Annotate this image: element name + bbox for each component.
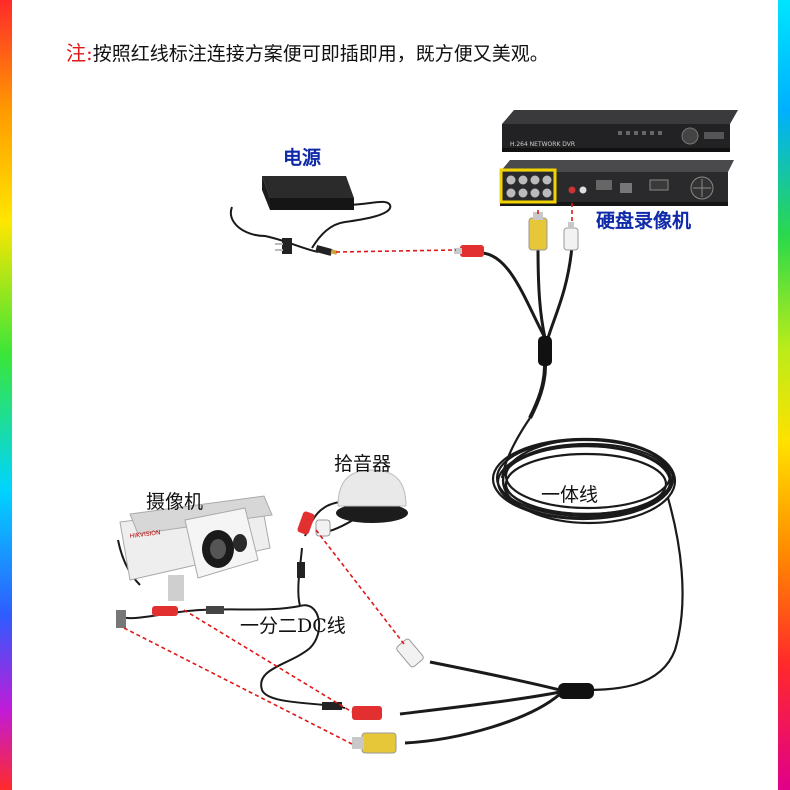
combo-cable-coil bbox=[491, 417, 684, 692]
red-connection-lines bbox=[123, 203, 573, 745]
dvr-end-pigtail bbox=[454, 212, 579, 419]
dvr-model-text: H.264 NETWORK DVR bbox=[510, 141, 575, 148]
label-microphone: 拾音器 bbox=[334, 453, 392, 475]
label-power: 电源 bbox=[283, 147, 322, 169]
camera-power-line bbox=[183, 609, 353, 713]
camera-end-pigtail bbox=[352, 638, 594, 754]
label-split-dc-cable: 一分二DC线 bbox=[240, 615, 346, 637]
rainbow-border-left bbox=[0, 0, 12, 790]
dvr-rear-panel bbox=[499, 160, 734, 206]
label-camera: 摄像机 bbox=[146, 491, 204, 513]
dvr-unit: H.264 NETWORK DVR bbox=[502, 110, 738, 152]
label-combo-cable: 一体线 bbox=[541, 484, 599, 506]
label-dvr: 硬盘录像机 bbox=[596, 210, 692, 232]
power-adapter bbox=[229, 176, 392, 256]
split-dc-cable bbox=[116, 547, 346, 710]
video-input-highlight bbox=[499, 168, 557, 204]
note-text: 注:按照红线标注连接方案便可即插即用，既方便又美观。 bbox=[66, 37, 549, 66]
microphone-audio-line bbox=[315, 529, 405, 645]
camera-brand-text: HIKVISION bbox=[129, 529, 161, 540]
note-body: 按照红线标注连接方案便可即插即用，既方便又美观。 bbox=[92, 43, 549, 65]
camera-video-line bbox=[123, 627, 353, 745]
power-connection-line bbox=[335, 249, 457, 253]
microphone-device bbox=[297, 469, 408, 537]
camera-device: HIKVISION bbox=[117, 495, 273, 601]
rainbow-border-right bbox=[778, 0, 790, 790]
note-marker: 注: bbox=[66, 41, 93, 65]
